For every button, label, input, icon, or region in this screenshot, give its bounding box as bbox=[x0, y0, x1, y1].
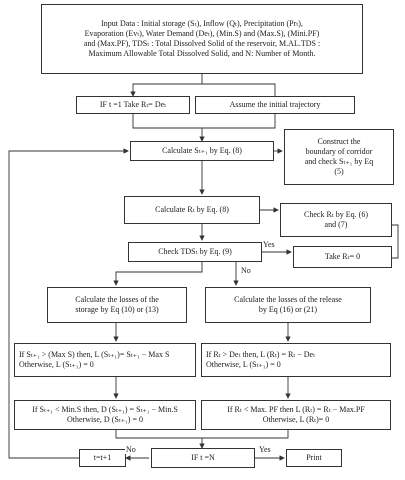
arrow-input-to-if-t1 bbox=[130, 74, 203, 97]
node-text-line: If Rₜ > Deₜ then, L (Rₜ) = Rₜ − Deₜ bbox=[206, 349, 316, 359]
t-increment-box: t=t+1 bbox=[79, 449, 126, 467]
if-s-max-box: If Sₜ₊₁ > (Max S) then, L (Sₜ₊₁)= Sₜ₊₁ −… bbox=[14, 343, 196, 377]
calculate-r-box: Calculate Rₜ by Eq. (8) bbox=[124, 196, 260, 224]
node-text-line: Calculate the losses of the release bbox=[234, 294, 342, 304]
calculate-s-box: Calculate Sₜ₊₁ by Eq. (8) bbox=[130, 141, 274, 161]
node-text-line: t=t+1 bbox=[93, 452, 112, 462]
node-text-line: Calculate the losses of the bbox=[75, 294, 159, 304]
node-text-line: Evaporation (Evₜ), Water Demand (Deₜ), (… bbox=[84, 28, 320, 38]
node-text-line: Calculate Sₜ₊₁ by Eq. (8) bbox=[162, 145, 242, 155]
node-text-line: Otherwise, D (Sₜ₊₁) = 0 bbox=[67, 415, 143, 424]
arrow-if-smin-to-if-tn bbox=[115, 430, 205, 449]
arrow-check-tds-to-losses bbox=[113, 262, 203, 286]
node-text-line: Calculate Rₜ by Eq. (8) bbox=[155, 204, 229, 214]
node-text-line: Assume the initial trajectory bbox=[229, 99, 321, 109]
node-text-line: storage by Eq (10) or (13) bbox=[75, 305, 159, 314]
node-text-line: If Rₜ < Max. PF then L (Rₜ) = Rₜ − Max.P… bbox=[227, 404, 365, 414]
edge-label-yes-tn: Yes bbox=[258, 445, 272, 454]
node-text-line: Print bbox=[306, 452, 322, 462]
node-text-line: Maximum Allowable Total Dissolved Solid,… bbox=[88, 49, 316, 59]
node-text-line: boundary of corridor bbox=[305, 146, 373, 156]
arrow-if-t1-to-calc-s bbox=[132, 114, 205, 142]
node-text-line: IF t =1 Take Rₜ= Deₜ bbox=[99, 99, 167, 109]
if-t1-box: IF t =1 Take Rₜ= Deₜ bbox=[76, 96, 190, 114]
input-data-box: Input Data : Initial storage (Sₜ), Inflo… bbox=[41, 4, 363, 74]
node-text-line: Take Rₜ= 0 bbox=[324, 251, 361, 261]
node-text-line: by Eq (16) or (21) bbox=[258, 305, 318, 314]
if-s-min-box: If Sₜ₊₁ < Min.S then, D (Sₜ₊₁) = Sₜ₊₁ − … bbox=[14, 400, 196, 430]
node-text-line: Check Rₜ by Eq. (6) bbox=[304, 209, 368, 219]
node-text-line: Input Data : Initial storage (Sₜ), Inflo… bbox=[101, 18, 303, 28]
node-text-line: Check TDSₜ by Eq. (9) bbox=[158, 246, 232, 256]
node-text-line: Otherwise, L (Sₜ₊₁) = 0 bbox=[206, 360, 281, 369]
node-text-line: If Sₜ₊₁ > (Max S) then, L (Sₜ₊₁)= Sₜ₊₁ −… bbox=[19, 349, 170, 359]
if-r-pf-box: If Rₜ < Max. PF then L (Rₜ) = Rₜ − Max.P… bbox=[201, 400, 391, 430]
node-text-line: Otherwise, L (Rₜ)= 0 bbox=[262, 415, 330, 424]
print-box: Print bbox=[286, 449, 342, 467]
edge-label-no-tds: No bbox=[240, 266, 252, 275]
check-tds-box: Check TDSₜ by Eq. (9) bbox=[128, 242, 262, 262]
arrow-loop-back bbox=[8, 148, 129, 459]
node-text-line: and (7) bbox=[324, 220, 348, 229]
arrow-check-r-feedback bbox=[392, 224, 399, 259]
node-text-line: (5) bbox=[334, 167, 344, 177]
node-text-line: and (Max.PF), TDSₜ : Total Dissolved Sol… bbox=[83, 39, 321, 48]
edge-label-yes-tds: Yes bbox=[262, 240, 276, 249]
check-r-box: Check Rₜ by Eq. (6)and (7) bbox=[280, 203, 392, 237]
if-t-equals-n-box: IF t =N bbox=[151, 448, 255, 468]
node-text-line: and check Sₜ₊₁ by Eq bbox=[304, 157, 374, 166]
node-text-line: IF t =N bbox=[191, 452, 215, 462]
assume-trajectory-box: Assume the initial trajectory bbox=[195, 96, 355, 114]
node-text-line: Construct the bbox=[317, 136, 361, 146]
take-r-zero-box: Take Rₜ= 0 bbox=[293, 246, 392, 268]
node-text-line: Otherwise, L (Sₜ₊₁) = 0 bbox=[19, 360, 94, 369]
edge-label-no-tn: No bbox=[125, 445, 137, 454]
node-text-line: If Sₜ₊₁ < Min.S then, D (Sₜ₊₁) = Sₜ₊₁ − … bbox=[32, 404, 178, 414]
